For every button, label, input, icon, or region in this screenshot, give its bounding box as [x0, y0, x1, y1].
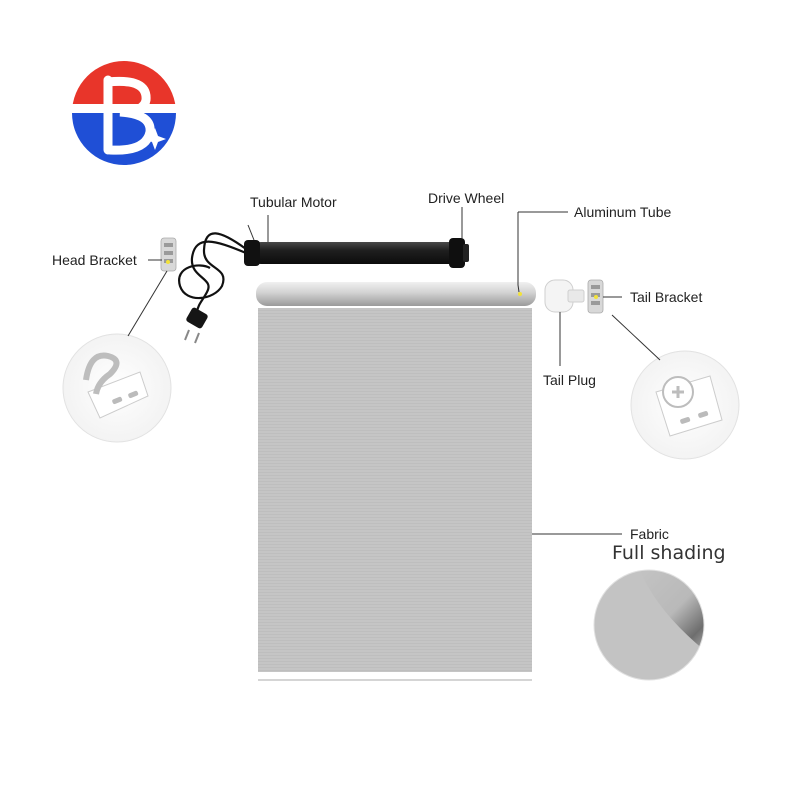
label-fabric: Fabric — [630, 526, 669, 542]
tail-plug — [545, 280, 584, 312]
label-drive-wheel: Drive Wheel — [428, 190, 504, 206]
head-bracket-small — [161, 238, 176, 271]
label-head-bracket: Head Bracket — [52, 252, 137, 268]
tail-bracket-detail — [631, 351, 739, 459]
brand-logo — [70, 61, 180, 165]
power-cable — [179, 233, 246, 343]
fabric-swatch-detail — [594, 570, 704, 700]
label-aluminum-tube: Aluminum Tube — [574, 204, 671, 220]
head-bracket-detail — [63, 334, 171, 442]
tubular-motor — [244, 238, 469, 268]
tail-bracket-small — [588, 280, 603, 313]
aluminum-tube — [256, 282, 536, 306]
label-tail-plug: Tail Plug — [543, 372, 596, 388]
label-full-shading: Full shading — [612, 545, 726, 561]
fabric-panel — [258, 308, 532, 680]
label-tail-bracket: Tail Bracket — [630, 289, 702, 305]
label-tubular-motor: Tubular Motor — [250, 194, 337, 210]
